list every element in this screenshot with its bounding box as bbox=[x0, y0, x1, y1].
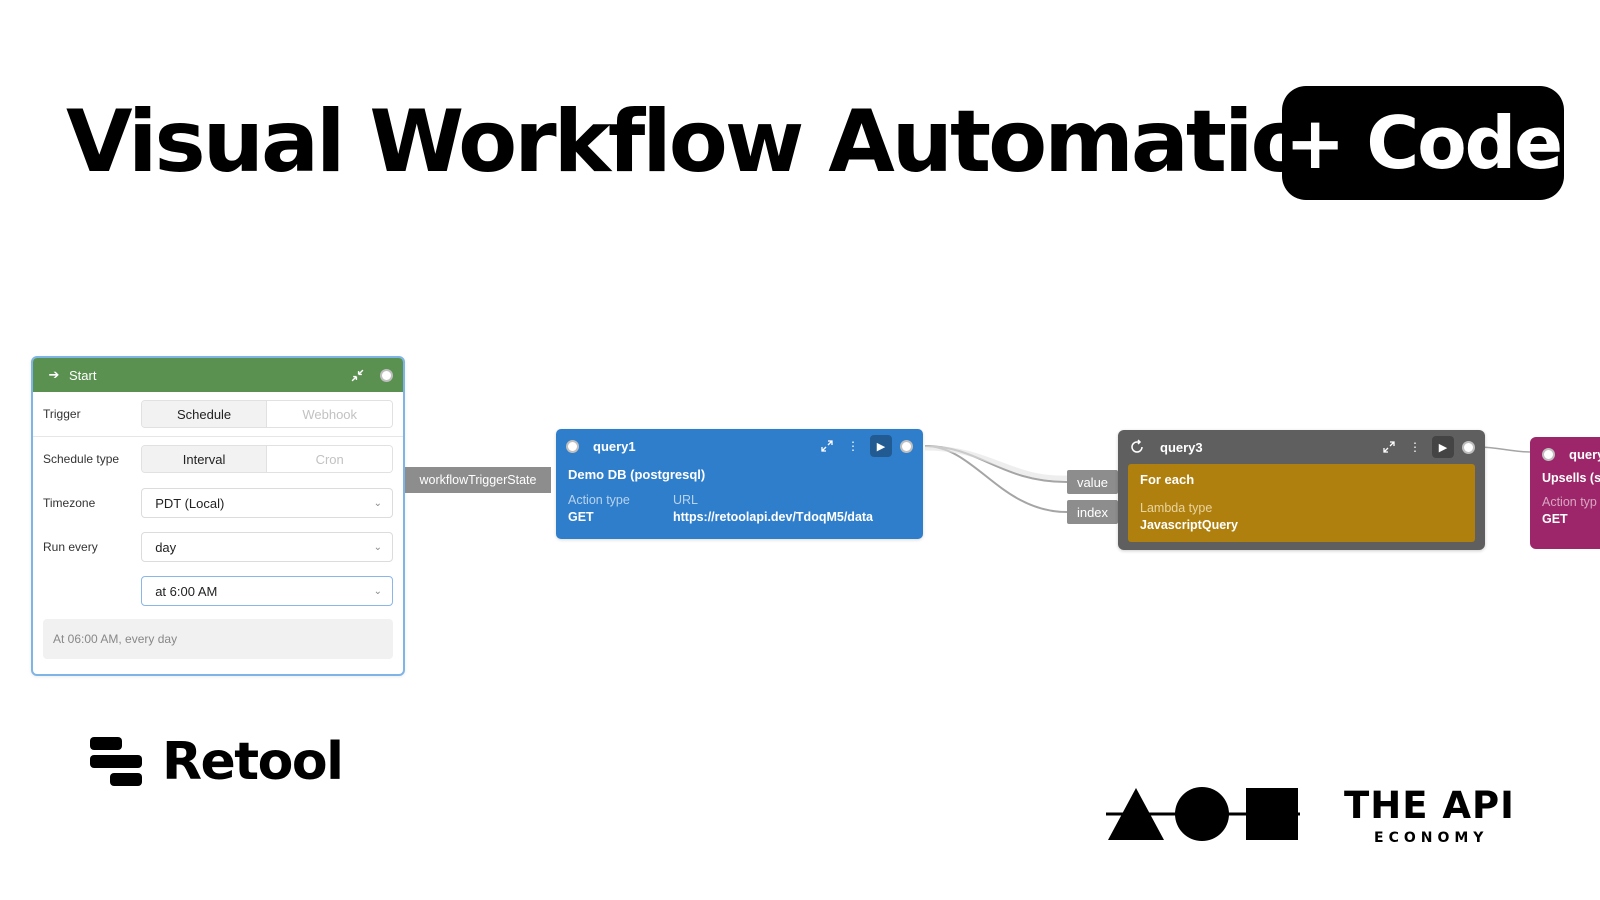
query1-url-value: https://retoolapi.dev/TdoqM5/data bbox=[673, 510, 874, 524]
run-every-row: Run every day ⌄ bbox=[33, 525, 403, 569]
query1-block[interactable]: query1 ⋮ ▶ Demo DB (postgresql) Action t… bbox=[556, 429, 923, 539]
start-block[interactable]: ➔ Start Trigger Schedule Webhook Schedul… bbox=[31, 356, 405, 676]
timezone-value: PDT (Local) bbox=[155, 495, 225, 511]
query1-name: query1 bbox=[593, 438, 636, 454]
query1-resource: Demo DB (postgresql) bbox=[568, 466, 706, 482]
api-economy-title: THE API bbox=[1344, 784, 1515, 827]
trigger-option-schedule[interactable]: Schedule bbox=[141, 401, 268, 427]
query1-input-port[interactable] bbox=[566, 439, 579, 453]
query3-loop-body[interactable]: For each Lambda type JavascriptQuery bbox=[1128, 464, 1475, 542]
retool-logo: Retool bbox=[90, 732, 344, 792]
query4-action-type-label: Action typ bbox=[1542, 495, 1597, 509]
expand-icon[interactable] bbox=[818, 437, 836, 455]
query1-output-port[interactable] bbox=[900, 439, 913, 453]
query3-header[interactable]: query3 ⋮ ▶ bbox=[1118, 430, 1485, 464]
loop-input-value: value bbox=[1067, 470, 1118, 494]
run-every-value: day bbox=[155, 539, 177, 555]
chevron-down-icon: ⌄ bbox=[373, 541, 382, 553]
query1-url-label: URL bbox=[673, 493, 699, 507]
run-every-select[interactable]: day ⌄ bbox=[141, 532, 393, 562]
run-time-row: at 6:00 AM ⌄ bbox=[33, 569, 403, 613]
timezone-row: Timezone PDT (Local) ⌄ bbox=[33, 481, 403, 525]
run-every-label: Run every bbox=[43, 540, 98, 554]
query3-block[interactable]: query3 ⋮ ▶ For each Lambda type Javascri… bbox=[1118, 430, 1485, 550]
query4-input-port[interactable] bbox=[1542, 447, 1555, 461]
query4-action-type-value: GET bbox=[1542, 512, 1568, 526]
query1-action-type-label: Action type bbox=[568, 493, 630, 507]
loop-icon bbox=[1128, 438, 1146, 456]
loop-input-index: index bbox=[1067, 500, 1118, 524]
start-block-header[interactable]: ➔ Start bbox=[33, 358, 403, 392]
more-options-icon[interactable]: ⋮ bbox=[1409, 440, 1421, 454]
query1-header[interactable]: query1 ⋮ ▶ bbox=[556, 429, 923, 463]
trigger-row: Trigger Schedule Webhook bbox=[33, 392, 403, 436]
schedule-type-label: Schedule type bbox=[43, 452, 120, 466]
trigger-segmented-control[interactable]: Schedule Webhook bbox=[140, 400, 393, 428]
query3-lambda-type-label: Lambda type bbox=[1140, 501, 1213, 515]
collapse-arrows-icon[interactable] bbox=[346, 364, 368, 386]
trigger-output-label: workflowTriggerState bbox=[405, 467, 551, 493]
run-time-select[interactable]: at 6:00 AM ⌄ bbox=[141, 576, 393, 606]
arrow-right-icon: ➔ bbox=[48, 367, 60, 382]
query3-output-port[interactable] bbox=[1462, 440, 1475, 454]
timezone-label: Timezone bbox=[43, 496, 96, 510]
more-options-icon[interactable]: ⋮ bbox=[847, 439, 859, 453]
query4-resource: Upsells (s bbox=[1542, 471, 1600, 485]
schedule-summary: At 06:00 AM, every day bbox=[43, 619, 393, 659]
chevron-down-icon: ⌄ bbox=[373, 497, 382, 509]
query3-name: query3 bbox=[1160, 439, 1203, 455]
schedule-option-cron[interactable]: Cron bbox=[267, 446, 392, 472]
start-block-title: Start bbox=[69, 367, 97, 383]
trigger-option-webhook[interactable]: Webhook bbox=[267, 401, 392, 427]
schedule-option-interval[interactable]: Interval bbox=[141, 446, 268, 472]
query4-block[interactable]: query Upsells (s Action typ GET bbox=[1530, 437, 1600, 549]
query1-action-type-value: GET bbox=[568, 510, 594, 524]
query3-lambda-type-value: JavascriptQuery bbox=[1140, 518, 1238, 532]
shapes-icon bbox=[1106, 787, 1300, 841]
run-time-value: at 6:00 AM bbox=[155, 583, 218, 599]
start-output-port[interactable] bbox=[380, 368, 393, 382]
api-economy-subtitle: ECONOMY bbox=[1374, 830, 1489, 846]
retool-mark-icon bbox=[90, 735, 144, 789]
code-badge: + Code bbox=[1282, 86, 1564, 200]
schedule-type-row: Schedule type Interval Cron bbox=[33, 437, 403, 481]
retool-wordmark: Retool bbox=[162, 732, 344, 792]
timezone-select[interactable]: PDT (Local) ⌄ bbox=[141, 488, 393, 518]
headline-title: Visual Workflow Automation bbox=[66, 92, 1368, 192]
trigger-label: Trigger bbox=[43, 407, 81, 421]
expand-icon[interactable] bbox=[1380, 438, 1398, 456]
run-query3-button[interactable]: ▶ bbox=[1432, 436, 1454, 458]
query3-mode: For each bbox=[1140, 472, 1195, 487]
query4-header[interactable]: query bbox=[1530, 437, 1600, 471]
divider bbox=[33, 436, 403, 437]
query4-name: query bbox=[1569, 446, 1600, 462]
schedule-type-segmented-control[interactable]: Interval Cron bbox=[140, 445, 393, 473]
chevron-down-icon: ⌄ bbox=[373, 585, 382, 597]
run-query1-button[interactable]: ▶ bbox=[870, 435, 892, 457]
